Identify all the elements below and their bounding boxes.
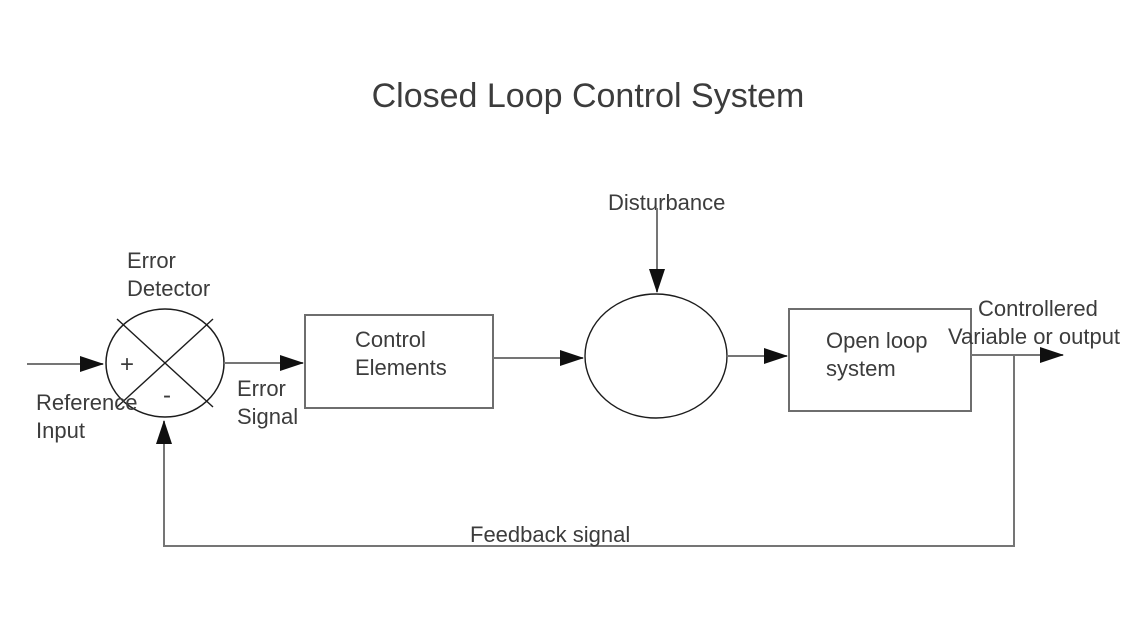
- error-signal-label-line1: Error: [237, 376, 286, 401]
- minus-sign: -: [163, 382, 171, 409]
- control-elements-box: [304, 314, 494, 409]
- open-loop-system-box: [788, 308, 972, 412]
- open-loop-system-label-line2: system: [826, 356, 896, 381]
- controlled-output-label-line1: Controllered: [978, 296, 1098, 321]
- plus-sign: +: [120, 351, 134, 378]
- open-loop-system-label-line1: Open loop: [826, 328, 928, 353]
- control-elements-label-line1: Control: [355, 327, 426, 352]
- controlled-output-label-line2: Variable or output: [948, 324, 1120, 349]
- error-signal-label-line2: Signal: [237, 404, 298, 429]
- error-detector-junction-group: + - Error Detector: [105, 248, 225, 418]
- reference-input-label-line1: Reference: [36, 390, 138, 415]
- feedback-signal-label: Feedback signal: [470, 522, 630, 547]
- reference-input-label-line2: Input: [36, 418, 85, 443]
- error-detector-label-line2: Detector: [127, 276, 210, 301]
- control-elements-block: Control Elements: [304, 314, 494, 409]
- error-detector-cross-line-2: [116, 318, 214, 408]
- control-elements-label-line2: Elements: [355, 355, 447, 380]
- disturbance-label: Disturbance: [608, 190, 725, 215]
- feedback-path: Feedback signal: [156, 355, 1015, 547]
- disturbance-junction: [584, 293, 728, 419]
- error-detector-label-line1: Error: [127, 248, 176, 273]
- page-title: Closed Loop Control System: [372, 77, 805, 115]
- open-loop-system-block: Open loop system: [788, 308, 972, 412]
